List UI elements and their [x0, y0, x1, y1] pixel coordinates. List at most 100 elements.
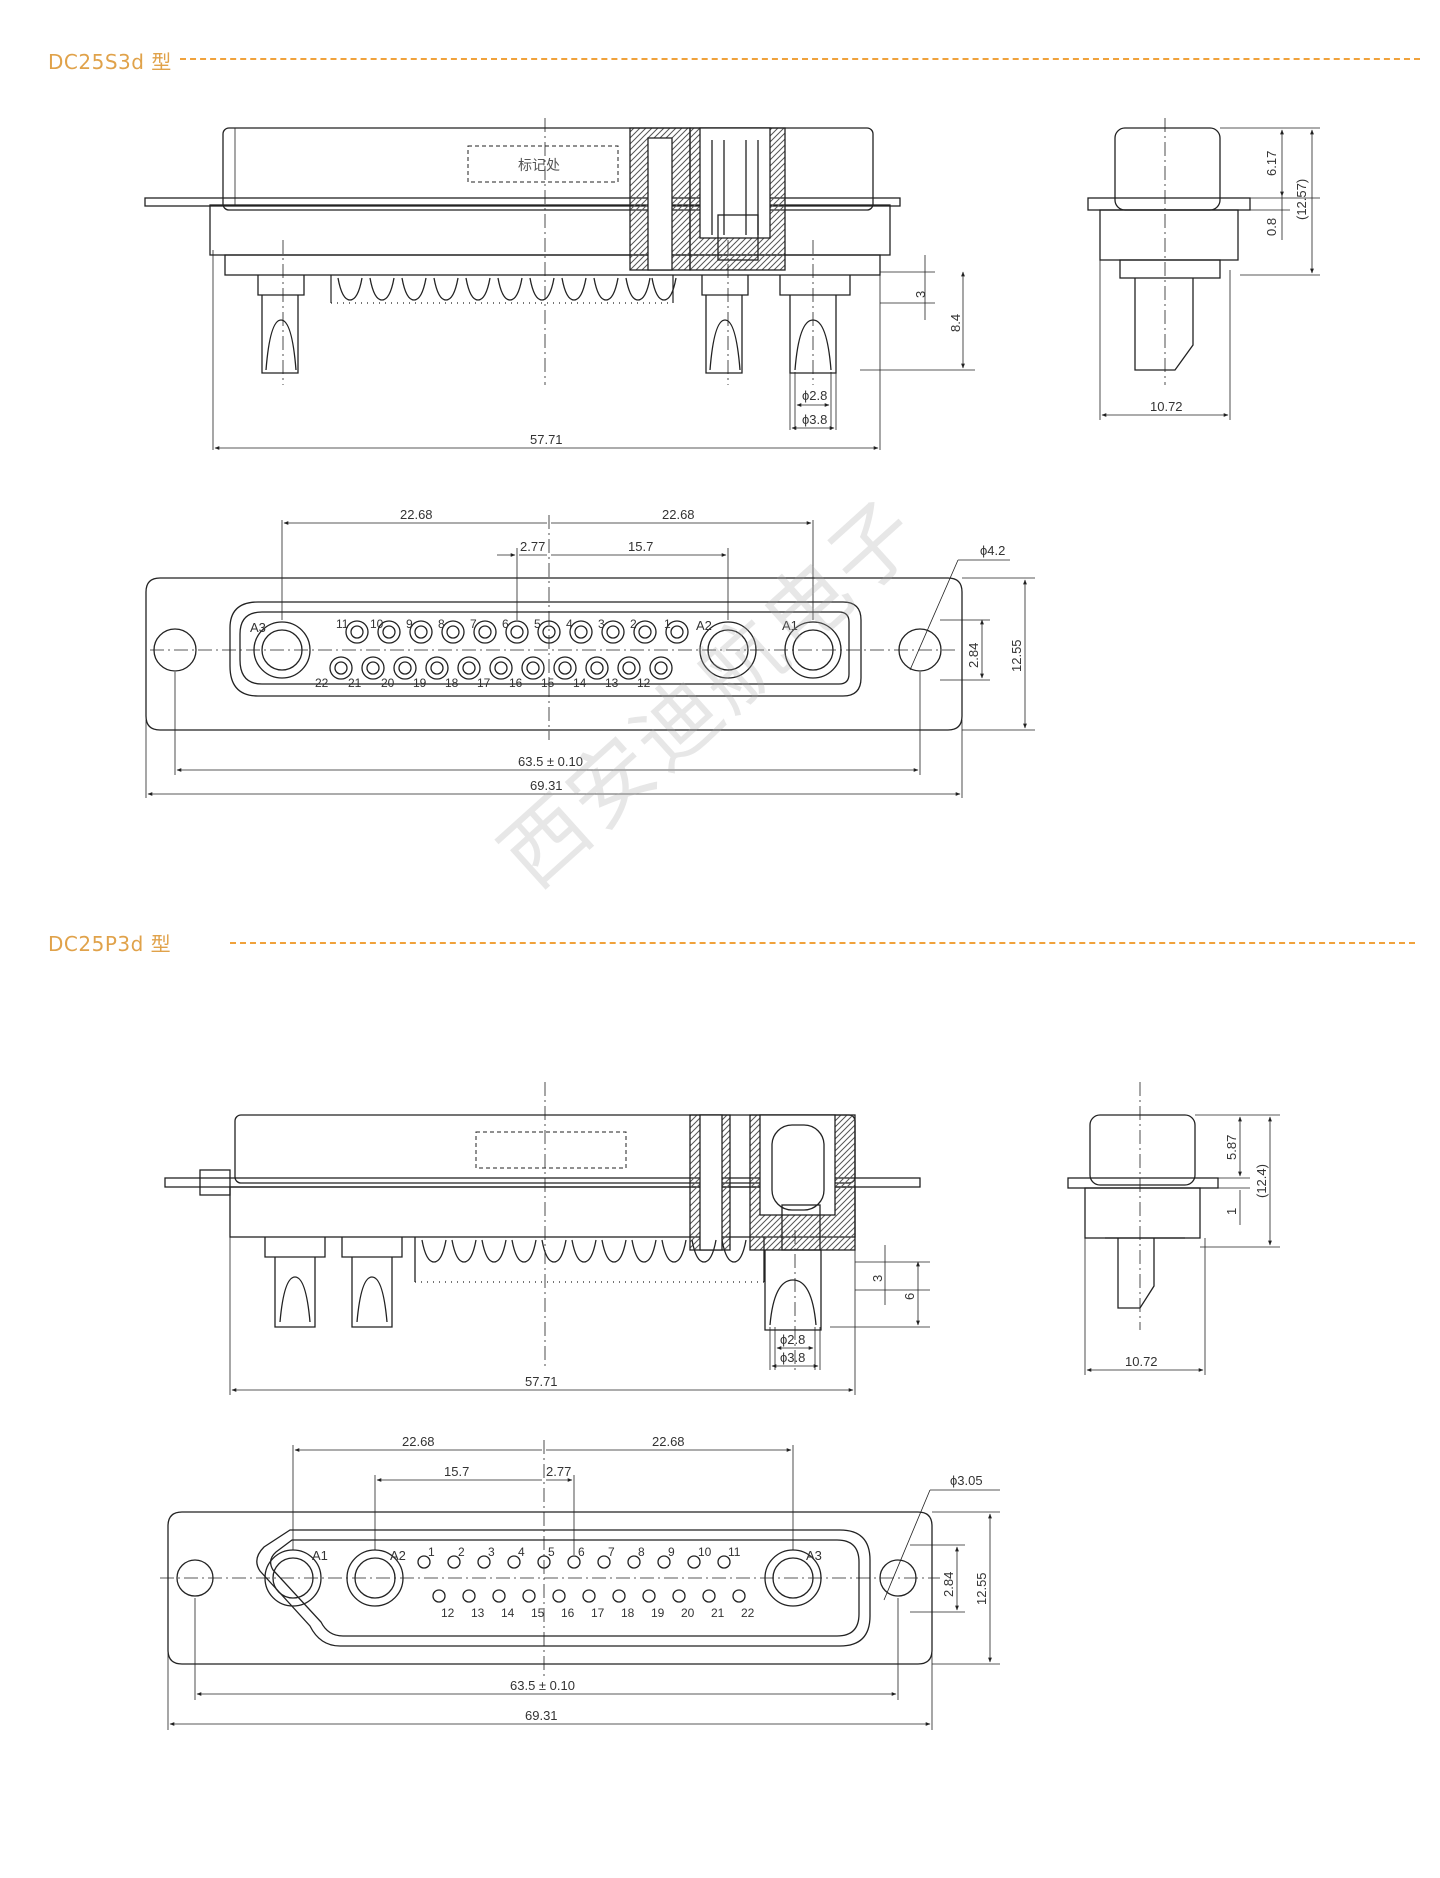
s1-pin-label: 14 [573, 676, 587, 690]
s2-pin-circles [417, 1555, 746, 1603]
s1-pin-label: 19 [413, 676, 427, 690]
s1-pin-label: 17 [477, 676, 491, 690]
s1-top-row-labels: 11 10 9 8 7 6 5 4 3 2 1 [336, 617, 671, 631]
s2-pin-label: 15 [531, 1606, 545, 1620]
s1-pin-label: 11 [336, 617, 349, 631]
s2-pin-label: 13 [471, 1606, 485, 1620]
s2-end-view [1067, 1082, 1280, 1375]
s1-pin-label: 1 [664, 617, 671, 631]
s1-dia-3-8: ϕ3.8 [802, 412, 827, 427]
s2-end-h1: 5.87 [1224, 1135, 1239, 1160]
s1-face-view [145, 515, 1035, 798]
section2-title: DC25P3d 型 [48, 932, 172, 956]
s2-end-h3: 1 [1224, 1208, 1239, 1215]
s1-dim-3: 3 [913, 291, 928, 298]
s2-coax-a2: A2 [390, 1548, 406, 1563]
s2-face-overall: 69.31 [525, 1708, 558, 1723]
s1-pin-label: 22 [315, 676, 329, 690]
s1-face-hole-dia: ϕ4.2 [980, 543, 1005, 558]
s1-pcb-tails [337, 277, 677, 301]
s2-pin-label: 3 [488, 1545, 495, 1559]
s2-pin-label: 8 [638, 1545, 645, 1559]
s2-face-right-span: 22.68 [652, 1434, 685, 1449]
s2-face-height: 12.55 [974, 1572, 989, 1605]
s2-pcb-tails [421, 1239, 747, 1263]
s1-face-pitch: 2.77 [520, 539, 545, 554]
s1-end-width: 10.72 [1150, 399, 1183, 414]
s2-pin-label: 2 [458, 1545, 465, 1559]
s2-pin-label: 6 [578, 1545, 585, 1559]
s2-end-h2: (12.4) [1254, 1164, 1269, 1198]
s1-pin-label: 3 [598, 617, 605, 631]
s1-pin-label: 16 [509, 676, 523, 690]
s2-pin-label: 5 [548, 1545, 555, 1559]
s2-face-view [160, 1440, 1000, 1730]
s2-top-row-labels: 1 2 3 4 5 6 7 8 9 10 11 [428, 1545, 741, 1559]
s1-dim-overall: 57.71 [530, 432, 563, 447]
s1-pin-label: 5 [534, 617, 541, 631]
s1-pin-label: 21 [348, 676, 362, 690]
s2-pin-label: 10 [698, 1545, 712, 1559]
s1-mark-label: 标记处 [518, 157, 560, 173]
s2-dim-6: 6 [902, 1293, 917, 1300]
s2-face-pitch: 2.77 [546, 1464, 571, 1479]
s1-bottom-row-labels: 22 21 20 19 18 17 16 15 14 13 12 [315, 676, 651, 690]
s1-face-left-span: 22.68 [400, 507, 433, 522]
s2-face-hole-span: 63.5 ± 0.10 [510, 1678, 575, 1693]
s2-side-view [164, 1082, 930, 1395]
s1-pin-circles [329, 620, 689, 680]
s2-end-width: 10.72 [1125, 1354, 1158, 1369]
s2-pin-label: 7 [608, 1545, 615, 1559]
s2-pin-label: 18 [621, 1606, 635, 1620]
s1-end-view [1087, 118, 1320, 420]
s1-pin-label: 7 [470, 617, 477, 631]
s1-pin-label: 4 [566, 617, 573, 631]
s2-dim-overall: 57.71 [525, 1374, 558, 1389]
s2-coax-a3: A3 [806, 1548, 822, 1563]
s1-dim-8-4: 8.4 [948, 314, 963, 332]
s2-dia-2-8: ϕ2.8 [780, 1332, 805, 1347]
s1-face-overall: 69.31 [530, 778, 563, 793]
s2-dim-3: 3 [870, 1275, 885, 1282]
s1-pin-label: 10 [370, 617, 384, 631]
s2-pin-label: 14 [501, 1606, 515, 1620]
s1-face-row-gap: 2.84 [966, 643, 981, 668]
s2-coax-a1: A1 [312, 1548, 328, 1563]
section1-divider [180, 58, 1420, 60]
s2-face-row-gap: 2.84 [941, 1572, 956, 1597]
s2-face-mid-span: 15.7 [444, 1464, 469, 1479]
s1-coax-a3: A3 [250, 620, 266, 635]
s2-pin-label: 22 [741, 1606, 755, 1620]
s1-pin-label: 13 [605, 676, 619, 690]
s1-coax-a2: A2 [696, 618, 712, 633]
s2-pin-label: 19 [651, 1606, 665, 1620]
s2-pin-label: 21 [711, 1606, 725, 1620]
s1-pin-label: 20 [381, 676, 395, 690]
s1-pin-label: 2 [630, 617, 637, 631]
s1-face-height: 12.55 [1009, 639, 1024, 672]
s1-end-h3: 0.8 [1264, 218, 1279, 236]
s2-pin-label: 17 [591, 1606, 605, 1620]
s2-pin-label: 4 [518, 1545, 525, 1559]
s2-pin-label: 20 [681, 1606, 695, 1620]
s1-end-h2: (12.57) [1294, 179, 1309, 220]
s2-pin-label: 12 [441, 1606, 455, 1620]
s2-pin-label: 9 [668, 1545, 675, 1559]
section2-divider [230, 942, 1415, 944]
s2-face-left-span: 22.68 [402, 1434, 435, 1449]
s1-face-mid-span: 15.7 [628, 539, 653, 554]
s1-pin-label: 8 [438, 617, 445, 631]
s1-dia-2-8: ϕ2.8 [802, 388, 827, 403]
s2-dia-3-8: ϕ3.8 [780, 1350, 805, 1365]
s1-pin-label: 9 [406, 617, 413, 631]
s1-pin-label: 15 [541, 676, 555, 690]
s2-pin-label: 1 [428, 1545, 435, 1559]
s1-side-view [144, 118, 975, 450]
s1-face-right-span: 22.68 [662, 507, 695, 522]
s1-end-h1: 6.17 [1264, 151, 1279, 176]
section1-title: DC25S3d 型 [48, 50, 172, 74]
s1-pin-label: 18 [445, 676, 459, 690]
s2-bottom-row-labels: 12 13 14 15 16 17 18 19 20 21 22 [441, 1606, 755, 1620]
s1-pin-label: 12 [637, 676, 651, 690]
